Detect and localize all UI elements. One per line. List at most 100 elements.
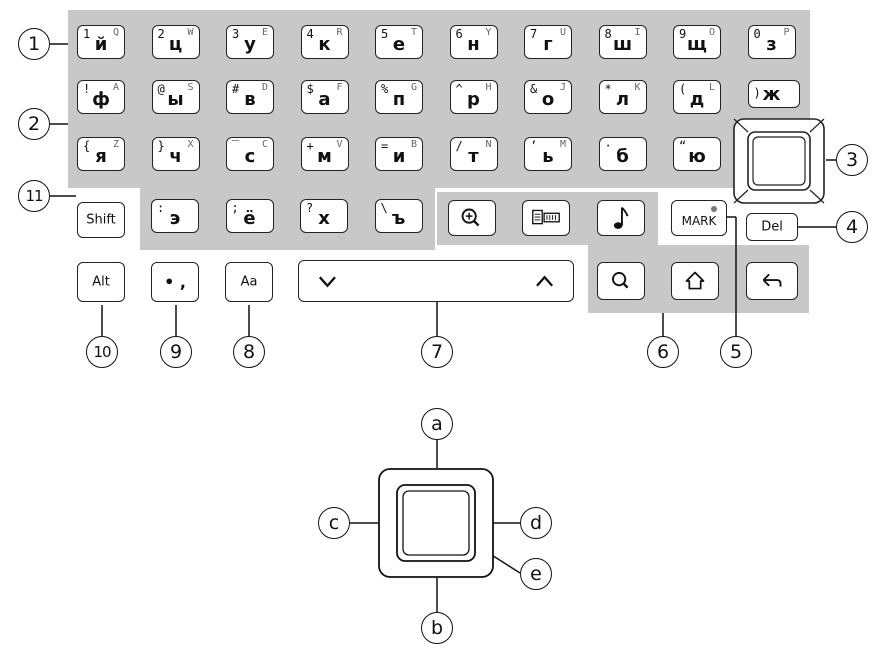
- key-symbol: (: [679, 82, 687, 96]
- key-latin-letter: D: [261, 82, 268, 93]
- key-symbol: =: [381, 139, 389, 153]
- key-latin-letter: U: [559, 27, 566, 38]
- key-cyrillic-letter: ю: [688, 146, 706, 167]
- key-cyrillic-letter: л: [615, 89, 630, 110]
- key-latin-letter: J: [559, 82, 566, 93]
- callout-d: d: [520, 507, 552, 539]
- dictionary-key[interactable]: [522, 200, 570, 236]
- key-symbol: $: [306, 82, 314, 96]
- key-ю[interactable]: “ю: [673, 137, 721, 171]
- key-ё[interactable]: ;ё: [225, 199, 274, 233]
- home-icon: [685, 271, 705, 290]
- alt-key-label: Alt: [92, 274, 110, 290]
- key-ж[interactable]: )ж: [747, 80, 800, 108]
- key-ъ[interactable]: \ъ: [374, 199, 423, 233]
- key-cyrillic-letter: ь: [542, 146, 554, 167]
- mark-key[interactable]: MARK: [671, 200, 727, 236]
- zoom-in-icon: [461, 208, 480, 227]
- dictionary-icon: [532, 209, 560, 225]
- key-cyrillic-letter: с: [244, 146, 256, 167]
- key-cyrillic-letter: э: [169, 208, 181, 229]
- dpad-detail: [378, 468, 494, 578]
- key-latin-letter: C: [261, 139, 268, 150]
- key-symbol: ): [753, 86, 761, 100]
- key-э[interactable]: :э: [151, 199, 199, 233]
- five-way-controller[interactable]: [733, 118, 825, 204]
- key-х[interactable]: ?х: [300, 199, 348, 233]
- key-symbol: &: [530, 82, 538, 96]
- key-latin-letter: L: [708, 82, 715, 93]
- key-symbol: ’: [530, 139, 538, 153]
- case-key[interactable]: Aa: [225, 262, 273, 302]
- callout-b: b: [421, 612, 453, 644]
- punctuation-key[interactable]: • ,: [151, 262, 199, 302]
- key-latin-letter: X: [187, 139, 194, 150]
- page-scroll-bar[interactable]: [298, 260, 574, 302]
- callout-10: 10: [86, 336, 118, 368]
- home-key[interactable]: [671, 262, 719, 300]
- callout-c: c: [318, 507, 350, 539]
- key-latin-letter: A: [112, 82, 119, 93]
- key-cyrillic-letter: ж: [762, 84, 781, 105]
- search-key[interactable]: [597, 262, 645, 300]
- key-б[interactable]: ·б: [598, 137, 647, 171]
- key-latin-letter: E: [261, 27, 268, 38]
- delete-key[interactable]: Del: [746, 213, 798, 241]
- zoom-key[interactable]: [448, 200, 496, 236]
- key-latin-letter: V: [336, 139, 343, 150]
- key-cyrillic-letter: д: [689, 89, 705, 110]
- mark-key-label: MARK: [681, 214, 717, 229]
- key-symbol: @: [157, 82, 165, 96]
- key-symbol: \: [380, 201, 388, 215]
- key-symbol: 4: [306, 27, 314, 41]
- key-symbol: 9: [679, 27, 687, 41]
- shift-key[interactable]: Shift: [77, 202, 125, 238]
- key-latin-letter: W: [187, 27, 194, 38]
- back-key[interactable]: [746, 262, 798, 300]
- search-icon: [612, 272, 629, 289]
- key-cyrillic-letter: м: [317, 146, 332, 167]
- callout-e: e: [520, 558, 552, 590]
- key-cyrillic-letter: ф: [92, 89, 110, 110]
- key-symbol: 5: [381, 27, 389, 41]
- audio-key[interactable]: [597, 200, 645, 236]
- key-cyrillic-letter: з: [766, 34, 777, 55]
- key-cyrillic-letter: к: [318, 34, 331, 55]
- key-cyrillic-letter: й: [94, 34, 108, 55]
- alt-key[interactable]: Alt: [77, 262, 125, 302]
- key-cyrillic-letter: я: [95, 146, 107, 167]
- key-cyrillic-letter: р: [467, 89, 480, 110]
- key-latin-letter: K: [634, 82, 641, 93]
- key-latin-letter: H: [485, 82, 492, 93]
- key-cyrillic-letter: п: [392, 89, 406, 110]
- key-cyrillic-letter: г: [543, 34, 553, 55]
- callout-11: 11: [18, 180, 50, 212]
- key-cyrillic-letter: ъ: [391, 208, 406, 229]
